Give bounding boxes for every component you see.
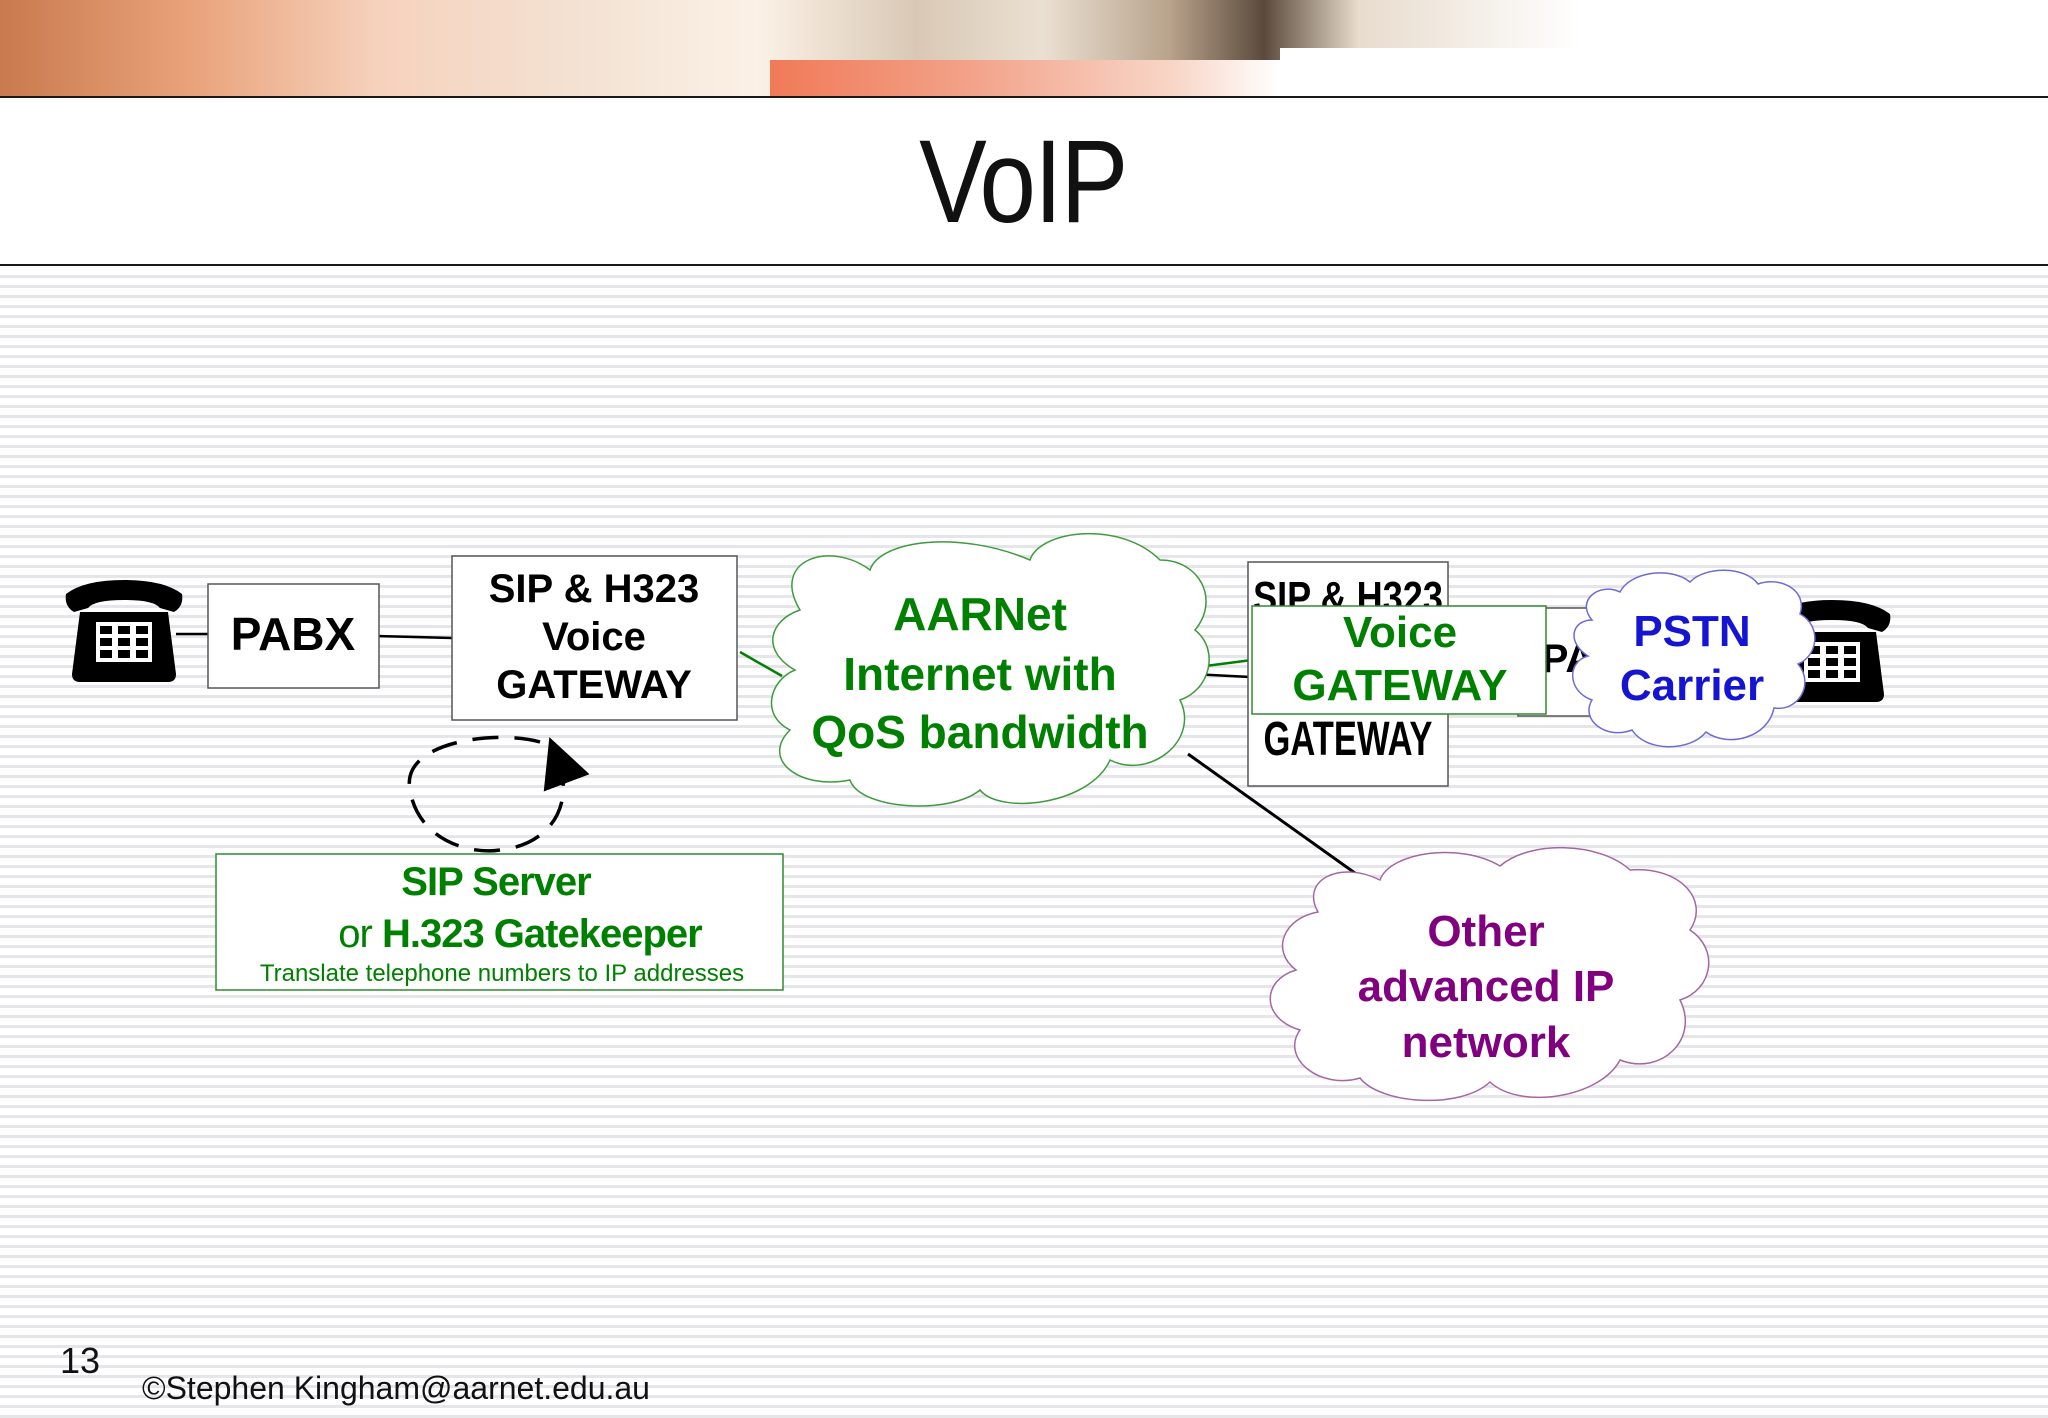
telephone-icon-left xyxy=(65,580,183,682)
sip-server-line3: Translate telephone numbers to IP addres… xyxy=(260,960,744,987)
gateway-left-line1: SIP & H323 xyxy=(489,567,700,611)
cloud-other-line1: Other xyxy=(1427,907,1544,956)
cloud-pstn-line2: Carrier xyxy=(1620,661,1764,710)
gateway-left-line3: GATEWAY xyxy=(496,663,692,707)
cloud-aarnet xyxy=(770,532,1210,807)
gateway-right-front-box xyxy=(1251,605,1547,715)
banner-mask-right xyxy=(1580,0,2048,98)
title-rule xyxy=(0,264,2048,266)
copyright-text: ©Stephen Kingham@aarnet.edu.au xyxy=(142,1370,650,1406)
cloud-other-line2: advanced IP xyxy=(1358,962,1615,1011)
gateway-left-line2: Voice xyxy=(542,615,646,659)
cloud-other-line3: network xyxy=(1402,1018,1571,1067)
content-area xyxy=(0,268,2048,1418)
slide-title: VoIP xyxy=(919,116,1128,248)
cloud-aarnet-line3: QoS bandwidth xyxy=(811,706,1148,758)
cloud-pstn-line1: PSTN xyxy=(1633,607,1750,656)
link-pabx-gateway xyxy=(377,634,453,640)
cloud-aarnet-line2: Internet with xyxy=(843,648,1116,700)
gateway-right-back-line2: GATEWAY xyxy=(1264,711,1433,765)
gateway-right-front-line1: Voice xyxy=(1343,608,1457,657)
cloud-aarnet-line1: AARNet xyxy=(893,588,1067,640)
gateway-left-box xyxy=(451,555,738,721)
cloud-other xyxy=(1269,846,1710,1102)
sip-server-line1: SIP Server xyxy=(401,860,591,904)
sip-server-box xyxy=(215,853,784,991)
top-rule xyxy=(0,96,2048,98)
pabx-left-label: PABX xyxy=(231,608,356,660)
pabx-left-box xyxy=(207,583,380,689)
gateway-right-front-line2: GATEWAY xyxy=(1292,661,1507,710)
banner-accent xyxy=(770,60,1280,98)
dashed-query-loop xyxy=(407,735,590,853)
cloud-pstn xyxy=(1571,569,1816,748)
link-gateway-cloud xyxy=(739,650,783,678)
sip-server-line2: or H.323 Gatekeeper xyxy=(338,912,702,956)
page-number: 13 xyxy=(60,1340,101,1381)
